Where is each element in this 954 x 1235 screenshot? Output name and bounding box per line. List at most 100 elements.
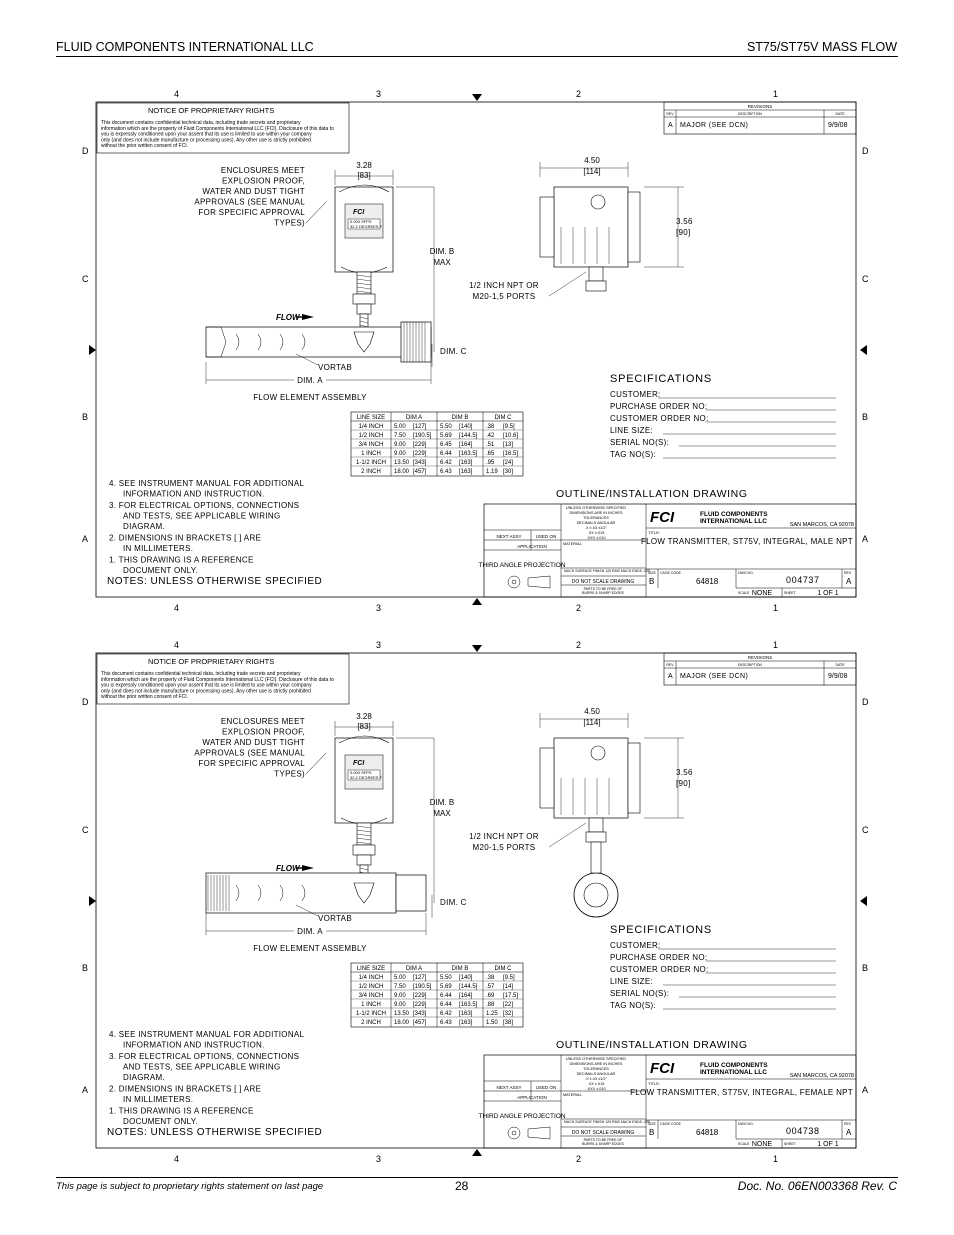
note-line: INFORMATION AND INSTRUCTION. — [123, 1041, 265, 1050]
sheet-value: 1 OF 1 — [817, 590, 839, 597]
dim-3-56-mm: [90] — [676, 779, 691, 788]
dimension-table-line-size: 1-1/2 INCH — [356, 460, 386, 466]
used-on-label: USED ON — [536, 534, 557, 539]
dim-4-50: 4.50 — [584, 707, 600, 716]
note-line: AND TESTS, SEE APPLICABLE WIRING — [123, 1063, 281, 1072]
dimension-table-dim-a-mm: [343] — [413, 460, 427, 466]
thread-line — [359, 867, 369, 871]
tolerance-line: .X ±.03 ±1/2° — [585, 1077, 607, 1081]
dimension-table-dim-a-mm: [229] — [413, 993, 427, 999]
dimension-table-dim-a-mm: [229] — [413, 451, 427, 457]
note-line: INFORMATION AND INSTRUCTION. — [123, 490, 265, 499]
thread-line — [356, 837, 372, 841]
side-view-nut — [585, 831, 607, 843]
flow-element-assembly: FLOW ELEMENT ASSEMBLY — [253, 393, 367, 402]
drawing-number-value: 004737 — [786, 575, 820, 585]
zone-row-left: A — [82, 534, 88, 544]
dimension-table-dim-b-mm: [140] — [459, 424, 473, 430]
dimension-table-line-size: 1/2 INCH — [359, 433, 384, 439]
dimension-table-dim-a: 5.00 — [394, 424, 406, 430]
vortab-vane — [279, 884, 284, 902]
proprietary-notice-line: you is expressly conditioned upon your a… — [101, 683, 312, 689]
zone-row-left: D — [82, 146, 89, 156]
zone-column-top: 4 — [174, 640, 179, 650]
mach-ends-label: MACH ENDS .030 — [621, 569, 650, 573]
side-view-cover-right — [627, 191, 641, 263]
leader-line — [548, 271, 587, 297]
note-line: IN MILLIMETERS. — [123, 1095, 193, 1104]
zone-column-top: 1 — [773, 640, 778, 650]
vortab-vane — [301, 884, 306, 902]
spec-field-label: CUSTOMER ORDER NO: — [610, 965, 709, 974]
revisions-col-date: DATE — [835, 112, 845, 116]
vortab-vane — [301, 333, 306, 351]
dimension-table-dim-c-mm: [17.5] — [503, 993, 518, 999]
proprietary-notice-line: without the prior written consent of FCI… — [101, 143, 188, 149]
proprietary-notice-title: NOTICE OF PROPRIETARY RIGHTS — [148, 657, 274, 666]
thread-line — [359, 320, 369, 324]
size-value: B — [649, 577, 654, 586]
dimension-table-dim-a-mm: [127] — [413, 424, 427, 430]
proprietary-notice-line: only (and does not include manufacture o… — [101, 137, 311, 143]
footer-rights: This page is subject to proprietary righ… — [56, 1181, 324, 1192]
dimension-table-dim-c: .69 — [486, 993, 495, 999]
proprietary-notice-box — [96, 102, 350, 154]
dimension-table-dim-c: .38 — [486, 424, 495, 430]
dim-3-28: 3.28 — [356, 161, 372, 170]
zone-row-right: D — [862, 697, 869, 707]
dim-a-label: DIM. A — [297, 376, 323, 385]
dimension-table-dim-b-mm: [163] — [459, 469, 473, 475]
used-on-label: USED ON — [536, 1085, 557, 1090]
note-line: AND TESTS, SEE APPLICABLE WIRING — [123, 512, 281, 521]
revisions-col-date: DATE — [835, 663, 845, 667]
application-label: APPLICATION — [517, 1095, 546, 1100]
vortab-label: VORTAB — [318, 363, 352, 372]
fci-logo: FCI — [650, 1060, 675, 1077]
projection-symbol-inner — [511, 579, 517, 585]
zone-column-top: 2 — [576, 89, 581, 99]
drawing-title: FLOW TRANSMITTER, ST75V, INTEGRAL, MALE … — [641, 537, 853, 546]
dimension-table-dim-b: 5.69 — [440, 433, 452, 439]
display-lcd — [347, 769, 381, 781]
note-line: DIAGRAM. — [123, 522, 165, 531]
scale-value: NONE — [752, 1141, 773, 1148]
leader-line — [295, 904, 319, 917]
thread-line — [356, 825, 372, 829]
enclosure-cap — [338, 184, 390, 193]
side-view-cover-left — [539, 196, 555, 258]
ports-note-2: M20-1,5 PORTS — [473, 843, 536, 852]
enclosure-note-line: TYPES) — [274, 219, 305, 228]
projection-symbol-inner — [511, 1130, 517, 1136]
tolerance-line: DECIMALS ANGULAR — [577, 1072, 616, 1076]
material-label: MATERIAL — [563, 542, 582, 546]
zone-row-left: B — [82, 963, 88, 973]
zone-row-left: A — [82, 1085, 88, 1095]
specifications-title: SPECIFICATIONS — [610, 373, 712, 385]
company-name-2: INTERNATIONAL LLC — [700, 1069, 767, 1076]
sheet-border — [95, 101, 857, 598]
enclosure-note-line: ENCLOSURES MEET — [221, 166, 305, 175]
dim-b-label: DIM. B — [430, 798, 454, 807]
cage-code-value: 64818 — [696, 1128, 719, 1137]
revision-description: MAJOR (SEE DCN) — [680, 673, 748, 680]
next-assy-label: NEXT ASSY — [497, 1085, 522, 1090]
display-temp-reading: 32.2 DEGREES F — [350, 775, 383, 780]
cage-code-label: CAGE CODE — [660, 1122, 682, 1126]
footer-doc-number: Doc. No. 06EN003368 Rev. C — [737, 1179, 897, 1193]
leader-line — [305, 201, 327, 224]
dim-b-max: MAX — [433, 258, 451, 267]
spec-field-label: SERIAL NO(S): — [610, 438, 669, 447]
drawing-number-label: DWG NO. — [738, 1122, 754, 1126]
ports-note: 1/2 INCH NPT OR — [469, 281, 539, 290]
header-rule — [56, 56, 898, 57]
note-line: 3. FOR ELECTRICAL OPTIONS, CONNECTIONS — [109, 1052, 299, 1061]
dimension-table-dim-a: 9.00 — [394, 442, 406, 448]
dimension-table-dim-c: .51 — [486, 442, 495, 448]
dimension-table-dim-a-mm: [229] — [413, 1002, 427, 1008]
center-arrow-right — [860, 345, 867, 355]
vortab-vane — [257, 333, 262, 351]
side-view-nut — [585, 280, 607, 292]
vortab-inlet — [206, 326, 227, 358]
dimension-table-line-size: 2 INCH — [361, 1020, 381, 1026]
